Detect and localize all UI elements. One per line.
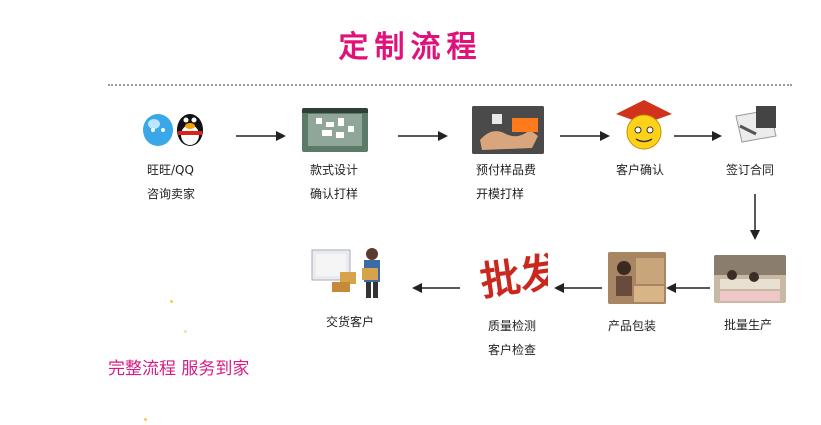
- step-label-2: 开模打样: [476, 187, 525, 201]
- step-label-1: 产品包装: [608, 319, 657, 333]
- customer-confirm-icon: [616, 100, 672, 152]
- decorative-dot: [184, 330, 187, 333]
- page-title: 定制流程: [338, 30, 483, 65]
- step-delivery: 交货客户: [310, 242, 400, 342]
- step-label-2: 咨询卖家: [147, 187, 196, 201]
- step-quality-check: 批发 质量检测 客户检查: [478, 246, 558, 366]
- arrow-right-icon: [236, 131, 286, 141]
- step-label-1: 批量生产: [724, 318, 773, 332]
- arrow-down-icon: [750, 194, 760, 240]
- step-mass-production: 批量生产: [712, 255, 792, 345]
- arrow-right-icon: [560, 131, 610, 141]
- arrow-right-icon: [398, 131, 448, 141]
- dotted-divider: [108, 84, 792, 86]
- step-label-1: 款式设计: [310, 163, 359, 177]
- step-label-1: 签订合同: [726, 163, 775, 177]
- delivery-icon: [310, 242, 390, 302]
- step-design: 款式设计 确认打样: [300, 108, 390, 208]
- wangwang-qq-icon: [140, 108, 206, 148]
- slogan-text: 完整流程 服务到家: [108, 359, 250, 379]
- step-label-1: 质量检测: [488, 319, 537, 333]
- arrow-left-icon: [412, 283, 460, 293]
- step-label-1: 交货客户: [326, 315, 375, 329]
- step-label-1: 旺旺/QQ: [147, 163, 194, 177]
- quality-check-icon: 批发: [478, 246, 548, 304]
- mass-production-icon: [714, 255, 786, 303]
- sign-contract-icon: [726, 106, 780, 146]
- step-sign-contract: 签订合同: [722, 106, 792, 196]
- step-prepay: 预付样品费 开模打样: [472, 106, 562, 206]
- step-consult: 旺旺/QQ 咨询卖家: [130, 108, 220, 208]
- prepay-sample-icon: [472, 106, 544, 154]
- arrow-right-icon: [674, 131, 722, 141]
- step-label-1: 客户确认: [616, 163, 665, 177]
- decorative-dot: [144, 418, 147, 421]
- svg-text:批发: 批发: [478, 249, 548, 304]
- design-sample-icon: [302, 108, 368, 152]
- step-label-1: 预付样品费: [476, 163, 537, 177]
- packaging-icon: [608, 252, 666, 304]
- step-packaging: 产品包装: [598, 252, 678, 342]
- step-label-2: 客户检查: [488, 343, 537, 357]
- arrow-left-icon: [554, 283, 602, 293]
- step-label-2: 确认打样: [310, 187, 359, 201]
- arrow-left-icon: [666, 283, 710, 293]
- decorative-dot: [170, 300, 173, 303]
- step-customer-confirm: 客户确认: [612, 100, 682, 190]
